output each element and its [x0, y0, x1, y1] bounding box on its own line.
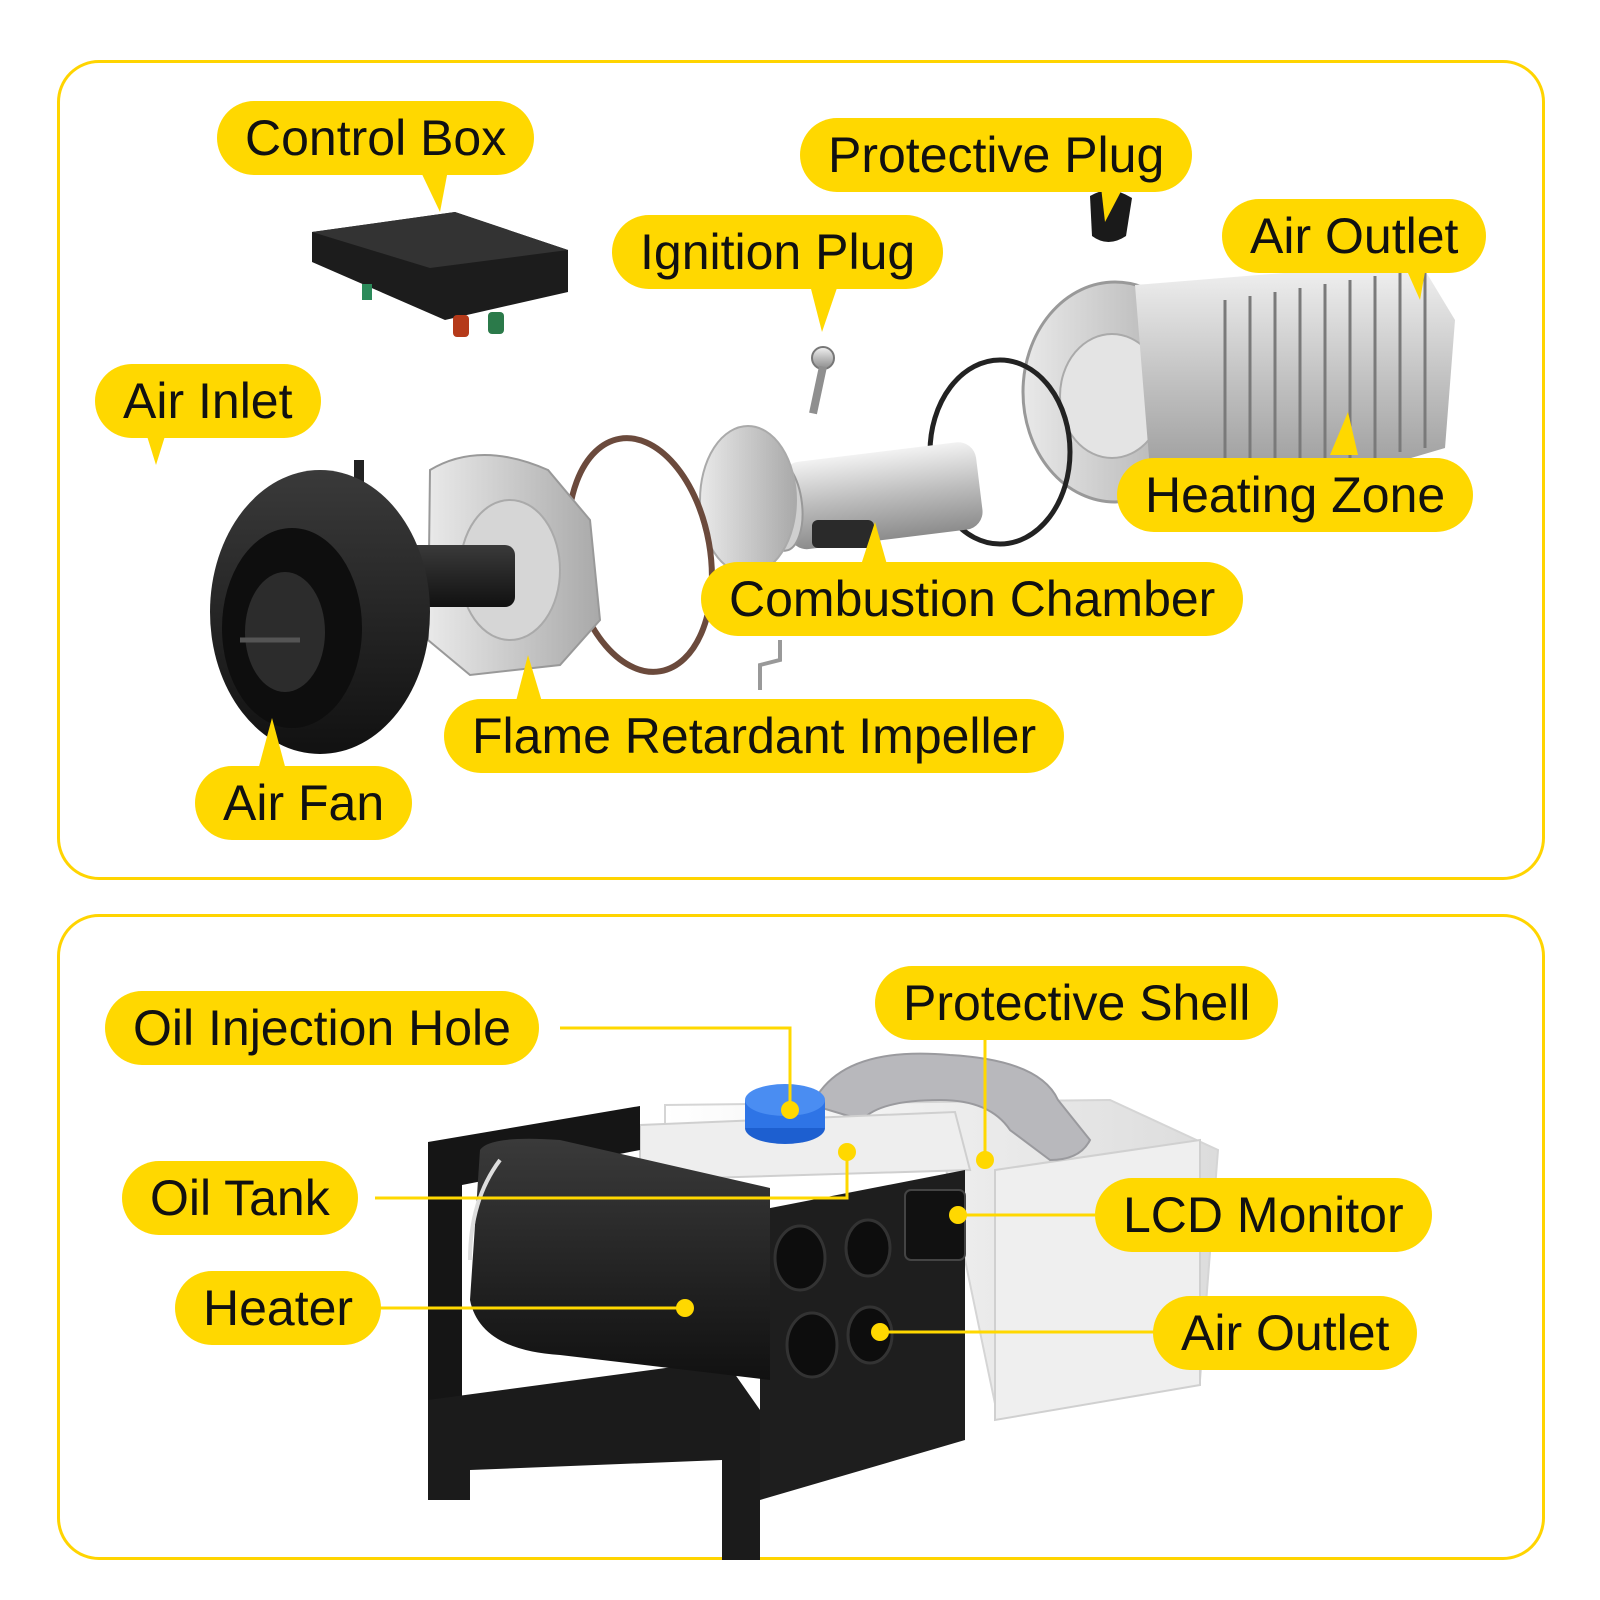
- protective-plug-part: [1090, 190, 1132, 242]
- impeller-pointer: [515, 655, 543, 705]
- lcd-monitor-part: [904, 1189, 966, 1261]
- air-fan-part: [210, 460, 430, 754]
- label-air-outlet-top: Air Outlet: [1222, 199, 1487, 273]
- air-fan-pointer: [258, 718, 286, 770]
- air-outlet-ducts: [773, 1218, 894, 1379]
- label-combustion-chamber: Combustion Chamber: [701, 562, 1244, 636]
- label-heater: Heater: [175, 1271, 382, 1345]
- label-oil-injection-hole: Oil Injection Hole: [105, 991, 539, 1065]
- heating-zone-pointer: [1330, 412, 1358, 455]
- label-protective-shell: Protective Shell: [875, 966, 1279, 1040]
- label-air-fan: Air Fan: [195, 766, 413, 840]
- label-air-outlet-bottom: Air Outlet: [1153, 1296, 1418, 1370]
- ignition-plug-part: [809, 346, 835, 415]
- combustion-chamber-part: [699, 425, 983, 575]
- label-protective-plug: Protective Plug: [800, 118, 1193, 192]
- label-oil-tank: Oil Tank: [122, 1161, 358, 1235]
- assembled-dots: [676, 1101, 994, 1341]
- assembled-leader-lines: [375, 1015, 1165, 1334]
- label-heating-zone: Heating Zone: [1117, 458, 1474, 532]
- label-air-inlet: Air Inlet: [95, 364, 321, 438]
- label-flame-retardant-impeller: Flame Retardant Impeller: [444, 699, 1065, 773]
- oil-injection-cap: [745, 1084, 825, 1144]
- label-control-box: Control Box: [217, 101, 535, 175]
- ignition-plug-pointer: [810, 285, 838, 332]
- control-box-pointer: [420, 170, 448, 212]
- combustion-chamber-pointer: [860, 522, 888, 568]
- label-ignition-plug: Ignition Plug: [612, 215, 944, 289]
- control-box-part: [312, 212, 568, 337]
- label-lcd-monitor: LCD Monitor: [1095, 1178, 1432, 1252]
